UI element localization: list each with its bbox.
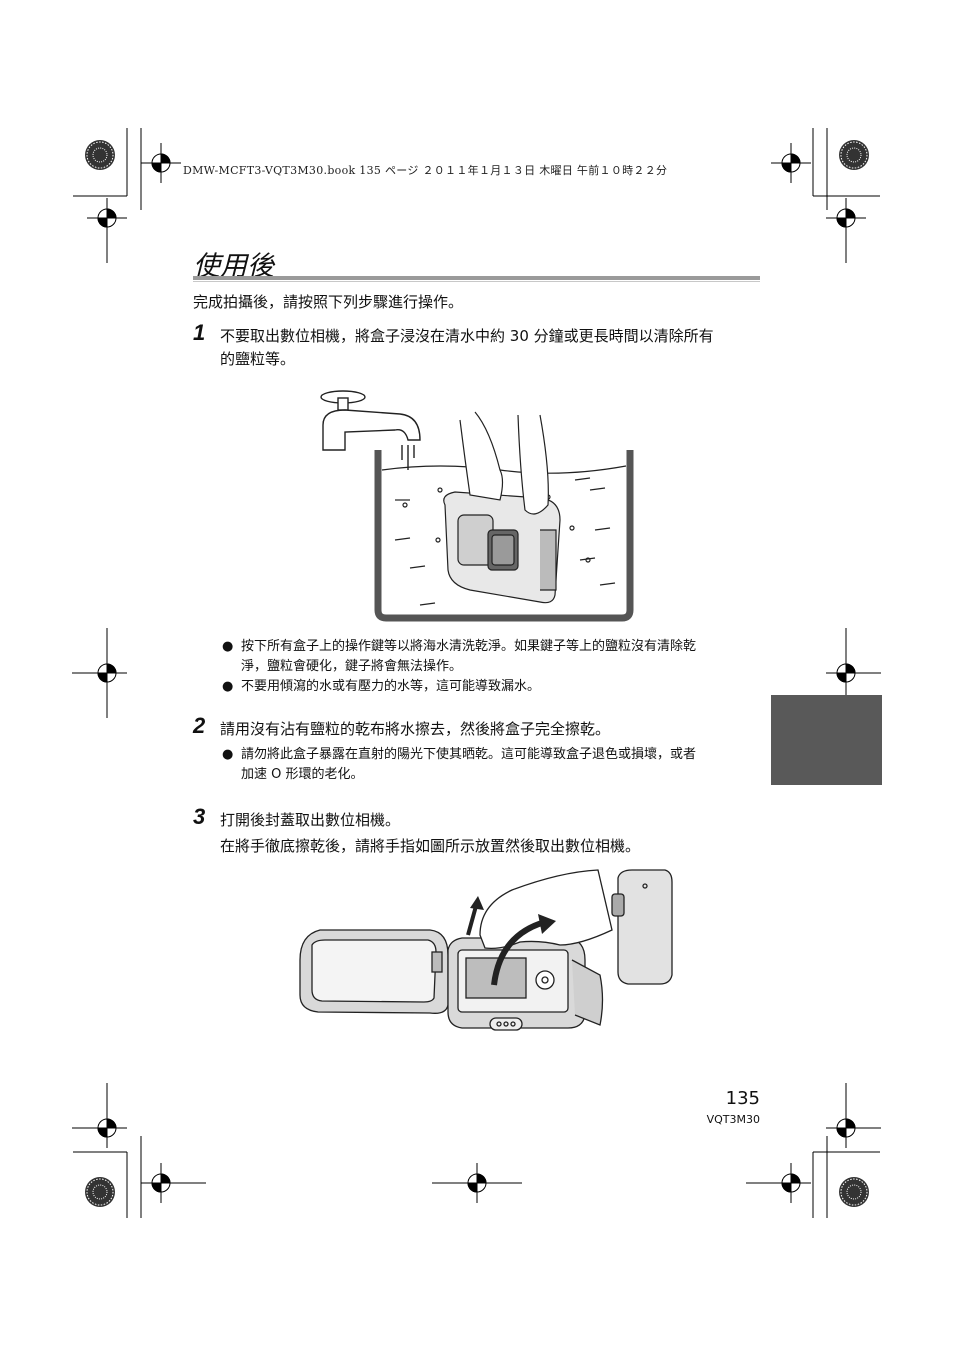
step-2-number: 2 bbox=[193, 713, 206, 738]
step-1-line1: 不要取出數位相機，將盒子浸沒在清水中約 30 分鐘或更長時間以清除所有 bbox=[220, 327, 714, 345]
document-code: VQT3M30 bbox=[706, 1113, 760, 1126]
section-side-tab bbox=[771, 695, 882, 785]
step-1-bullet-1b: 淨，鹽粒會硬化，鍵子將會無法操作。 bbox=[241, 659, 463, 674]
book-header: DMW-MCFT3-VQT3M30.book 135 ページ ２０１１年１月１３… bbox=[183, 164, 668, 177]
step-1-bullet-2: 不要用傾瀉的水或有壓力的水等，這可能導致漏水。 bbox=[241, 679, 541, 694]
step-1-bullet-1a: 按下所有盒子上的操作鍵等以將海水清洗乾淨。如果鍵子等上的鹽粒沒有清除乾 bbox=[241, 639, 697, 654]
intro-text: 完成拍攝後，請按照下列步驟進行操作。 bbox=[193, 293, 464, 311]
step-2-line1: 請用沒有沾有鹽粒的乾布將水擦去，然後將盒子完全擦乾。 bbox=[220, 720, 611, 738]
title-rule-thin bbox=[193, 281, 760, 282]
step-2-bullet-dot-1: ● bbox=[222, 747, 234, 762]
page-number: 135 bbox=[725, 1088, 760, 1109]
step-1-bullet-dot-2: ● bbox=[222, 679, 234, 694]
step-2-bullet-1b: 加速 O 形環的老化。 bbox=[241, 767, 364, 782]
step-1-bullet-dot-1: ● bbox=[222, 639, 234, 654]
step-1-number: 1 bbox=[193, 320, 206, 345]
step-3-number: 3 bbox=[193, 804, 206, 829]
step-3-line2: 在將手徹底擦乾後，請將手指如圖所示放置然後取出數位相機。 bbox=[220, 837, 641, 855]
step-2-bullet-1a: 請勿將此盒子暴露在直射的陽光下使其晒乾。這可能導致盒子退色或損壞，或者 bbox=[241, 747, 697, 762]
title-rule bbox=[193, 276, 760, 280]
step-3-line1: 打開後封蓋取出數位相機。 bbox=[220, 811, 401, 829]
step-1-line2: 的鹽粒等。 bbox=[220, 350, 296, 368]
